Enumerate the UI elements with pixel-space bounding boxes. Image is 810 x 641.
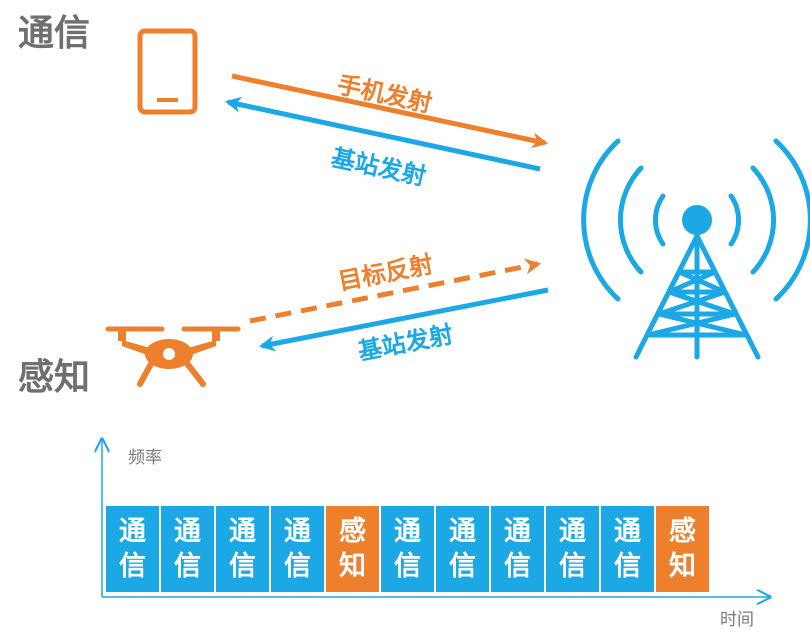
slot-char-top: 通 — [614, 516, 641, 547]
slot-char-top: 通 — [559, 516, 586, 547]
communication-slot: 通信 — [491, 506, 544, 592]
slot-char-bottom: 信 — [229, 551, 256, 582]
slot-char-bottom: 知 — [339, 551, 366, 582]
x-axis-label: 时间 — [720, 610, 754, 630]
slot-char-top: 通 — [449, 516, 476, 547]
base-to-target-arrow — [258, 287, 549, 352]
communication-slot: 通信 — [271, 506, 324, 592]
slot-char-top: 通 — [394, 516, 421, 547]
slot-char-bottom: 信 — [284, 551, 311, 582]
communication-slot: 通信 — [381, 506, 434, 592]
communication-slot: 通信 — [601, 506, 654, 592]
base-to-phone-label: 基站发射 — [329, 143, 429, 190]
slot-char-bottom: 信 — [394, 551, 421, 582]
drone-icon — [105, 326, 241, 387]
communication-heading: 通信 — [18, 13, 91, 54]
target-reflect-label: 目标反射 — [336, 250, 436, 296]
slot-char-bottom: 信 — [559, 551, 586, 582]
slot-char-top: 通 — [119, 516, 146, 547]
slot-char-top: 通 — [284, 516, 311, 547]
communication-slot: 通信 — [436, 506, 489, 592]
cell-tower-icon — [581, 138, 810, 360]
slot-char-top: 通 — [229, 516, 256, 547]
communication-slot: 通信 — [161, 506, 214, 592]
time-frequency-timeline: 通信通信通信通信感知通信通信通信通信通信感知 — [106, 506, 709, 592]
slot-char-top: 感 — [339, 516, 366, 547]
communication-slot: 通信 — [106, 506, 159, 592]
base-to-phone-arrow — [224, 96, 541, 172]
communication-slot: 通信 — [216, 506, 269, 592]
slot-char-bottom: 信 — [119, 551, 146, 582]
sensing-slot: 感知 — [656, 506, 709, 592]
slot-char-top: 感 — [669, 516, 696, 547]
slot-char-top: 通 — [174, 516, 201, 547]
phone-transmit-arrow — [231, 73, 549, 149]
target-reflect-arrow — [249, 258, 542, 324]
slot-char-bottom: 信 — [174, 551, 201, 582]
slot-char-bottom: 信 — [614, 551, 641, 582]
sensing-heading: 感知 — [18, 357, 91, 398]
slot-char-top: 通 — [504, 516, 531, 547]
sensing-slot: 感知 — [326, 506, 379, 592]
slot-char-bottom: 知 — [669, 551, 696, 582]
smartphone-icon — [137, 28, 198, 115]
y-axis-label: 频率 — [128, 448, 162, 468]
slot-char-bottom: 信 — [449, 551, 476, 582]
communication-slot: 通信 — [546, 506, 599, 592]
slot-char-bottom: 信 — [504, 551, 531, 582]
